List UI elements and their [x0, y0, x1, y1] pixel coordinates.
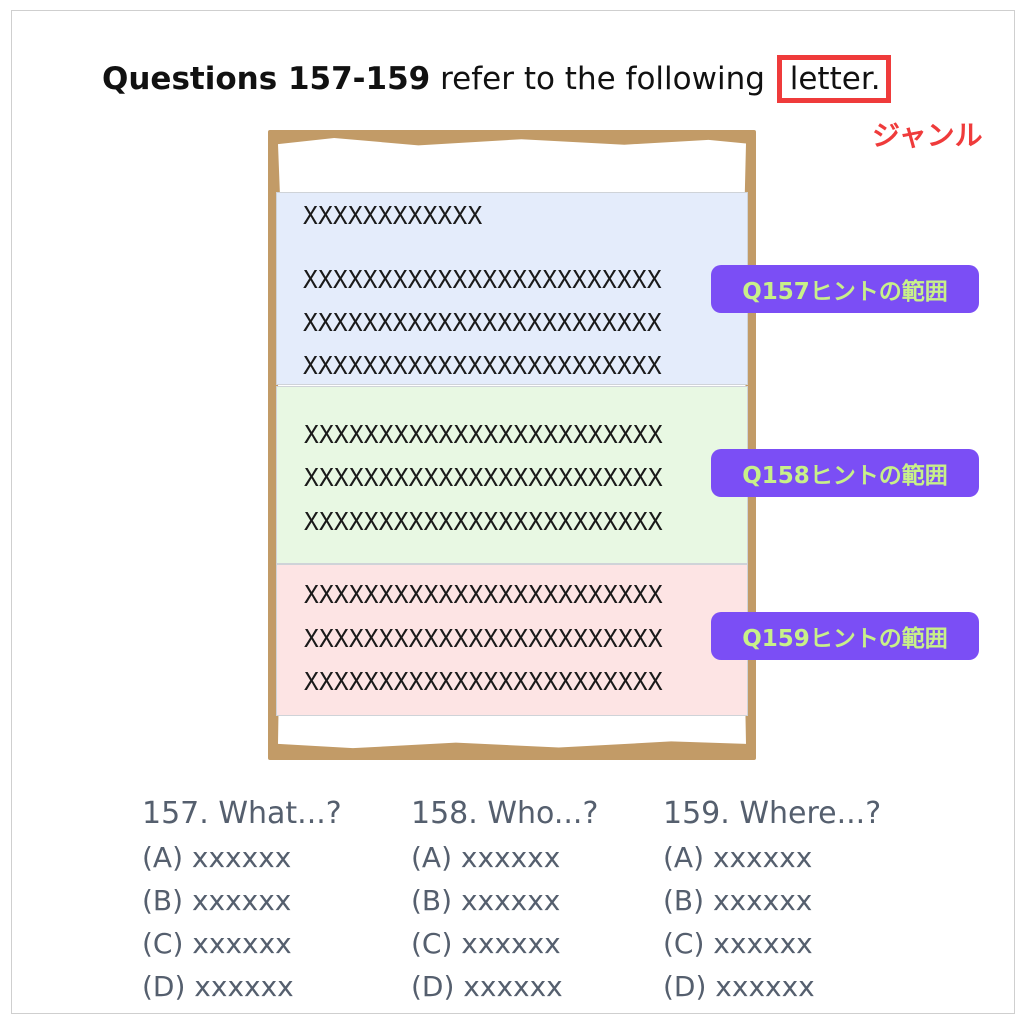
hint-badge-q159: Q159ヒントの範囲 [711, 612, 979, 660]
answer-option: (D) xxxxxx [142, 970, 294, 1003]
answer-option: (B) xxxxxx [663, 884, 813, 917]
heading-question-range: Questions 157-159 [102, 61, 431, 97]
answer-option: (C) xxxxxx [142, 927, 292, 960]
question-title: 158. Who...? [411, 796, 599, 831]
passage-section-q158: XXXXXXXXXXXXXXXXXXXXXXXX XXXXXXXXXXXXXXX… [276, 386, 748, 564]
answer-option: (A) xxxxxx [411, 841, 561, 874]
genre-label: ジャンル [872, 119, 983, 152]
hint-badge-q158: Q158ヒントの範囲 [711, 449, 979, 497]
passage-line: XXXXXXXXXXXXXXXXXXXXXXXX [303, 351, 662, 380]
question-159: 159. Where...? (A) xxxxxx (B) xxxxxx (C)… [663, 792, 881, 1008]
passage-line: XXXXXXXXXXXXXXXXXXXXXXXX [304, 624, 663, 653]
answer-option: (A) xxxxxx [663, 841, 813, 874]
question-title: 159. Where...? [663, 796, 882, 831]
passage-line: XXXXXXXXXXXXXXXXXXXXXXXX [303, 308, 662, 337]
genre-highlight-box: letter. [776, 55, 891, 103]
passage-line: XXXXXXXXXXXXXXXXXXXXXXXX [304, 463, 663, 492]
passage-section-q157: XXXXXXXXXXXX XXXXXXXXXXXXXXXXXXXXXXXX XX… [276, 192, 748, 385]
question-158: 158. Who...? (A) xxxxxx (B) xxxxxx (C) x… [411, 792, 598, 1008]
question-title: 157. What...? [142, 796, 342, 831]
passage-line: XXXXXXXXXXXXXXXXXXXXXXXX [304, 507, 663, 536]
hint-badge-q157: Q157ヒントの範囲 [711, 265, 979, 313]
passage-line: XXXXXXXXXXXX [303, 201, 483, 230]
heading: Questions 157-159 refer to the following… [102, 55, 891, 103]
answer-option: (D) xxxxxx [411, 970, 563, 1003]
passage-section-q159: XXXXXXXXXXXXXXXXXXXXXXXX XXXXXXXXXXXXXXX… [276, 564, 748, 716]
passage-line: XXXXXXXXXXXXXXXXXXXXXXXX [304, 667, 663, 696]
answer-option: (B) xxxxxx [142, 884, 292, 917]
passage-line: XXXXXXXXXXXXXXXXXXXXXXXX [303, 265, 662, 294]
answer-option: (B) xxxxxx [411, 884, 561, 917]
heading-text: refer to the following [430, 61, 775, 97]
letter-document: XXXXXXXXXXXX XXXXXXXXXXXXXXXXXXXXXXXX XX… [268, 130, 756, 760]
question-157: 157. What...? (A) xxxxxx (B) xxxxxx (C) … [142, 792, 342, 1008]
answer-option: (C) xxxxxx [411, 927, 561, 960]
passage-line: XXXXXXXXXXXXXXXXXXXXXXXX [304, 580, 663, 609]
answer-option: (A) xxxxxx [142, 841, 292, 874]
answer-option: (C) xxxxxx [663, 927, 813, 960]
passage-line: XXXXXXXXXXXXXXXXXXXXXXXX [304, 420, 663, 449]
answer-option: (D) xxxxxx [663, 970, 815, 1003]
